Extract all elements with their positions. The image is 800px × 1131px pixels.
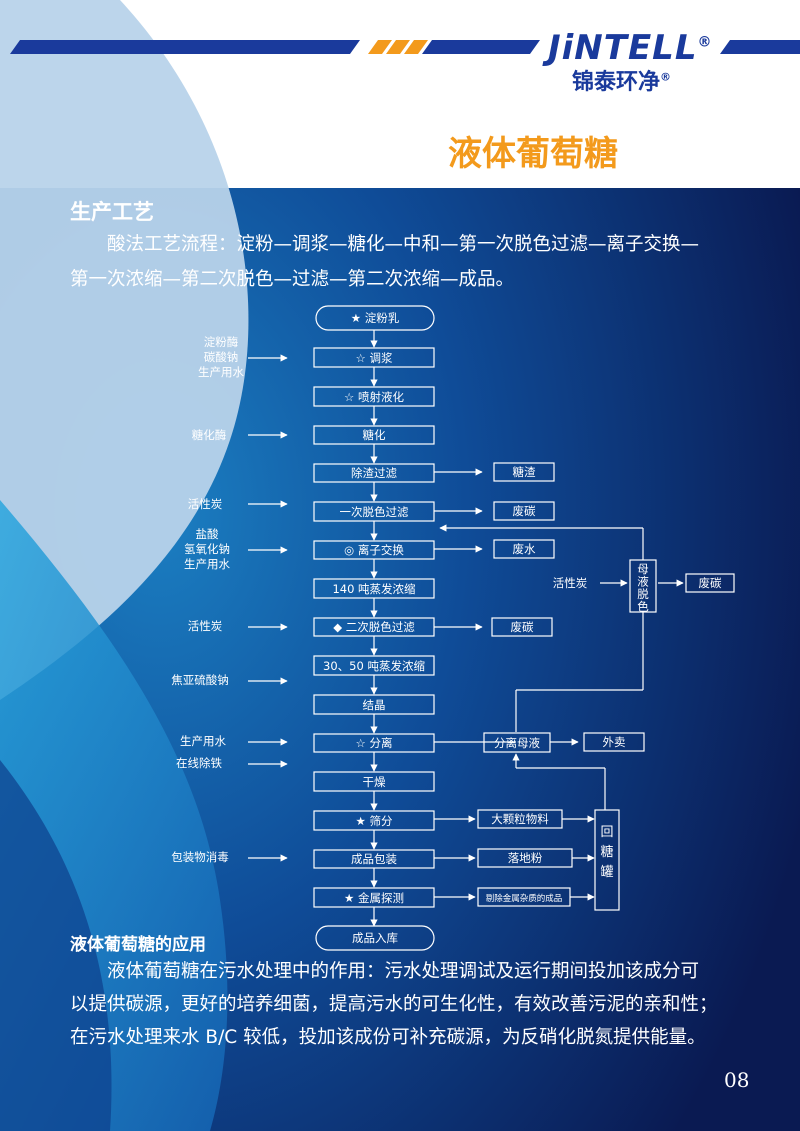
output-box-2 <box>493 501 555 521</box>
process-line-2: 第一次浓缩—第二次脱色—过滤—第二次浓缩—成品。 <box>70 269 515 290</box>
output-label-7: 剔除金属杂质的成品 <box>486 893 563 904</box>
flow-step-label-6: 一次脱色过滤 <box>340 505 409 519</box>
flow-step-14 <box>313 810 435 831</box>
output-box-6 <box>477 848 573 868</box>
input-label-3: 活性炭 <box>188 497 223 511</box>
application-line-2: 以提供碳源，更好的培养细菌，提高污水的可生化性，有效改善污泥的亲和性； <box>70 994 718 1015</box>
regain-tank-box <box>594 809 620 911</box>
flow-step-5 <box>313 463 435 483</box>
flow-step-label-10: 30、50 吨蒸发浓缩 <box>323 659 425 673</box>
flow-step-label-2: ☆ 调浆 <box>356 351 393 365</box>
output-box-3 <box>493 539 555 559</box>
input-label-7: 生产用水 <box>180 734 226 748</box>
application-line-1: 液体葡萄糖在污水处理中的作用：污水处理调试及运行期间投加该成分可 <box>107 961 700 982</box>
brand-chinese-name: 锦泰环净® <box>572 70 672 95</box>
vt-regain-char: 糖 <box>600 844 613 860</box>
input-label-6: 焦亚硫酸钠 <box>171 673 229 687</box>
flow-step-label-8: 140 吨蒸发浓缩 <box>332 582 415 596</box>
output-label-5: 大颗粒物料 <box>491 812 549 826</box>
flow-step-3 <box>313 386 435 407</box>
mother-liquor-label: 母液脱色 <box>637 562 649 614</box>
output-box-4 <box>491 617 553 637</box>
flow-step-6 <box>313 501 435 522</box>
flow-step-1 <box>315 305 435 331</box>
output-box-8 <box>685 573 735 593</box>
input-label-8: 在线除铁 <box>176 756 222 770</box>
flow-step-13 <box>313 771 435 792</box>
flow-step-17 <box>315 925 435 951</box>
vt-regain-char: 罐 <box>600 865 613 880</box>
process-line-1: 酸法工艺流程：淀粉—调浆—糖化—中和—第一次脱色过滤—离子交换— <box>107 234 700 255</box>
flow-step-12 <box>313 733 435 753</box>
flow-step-11 <box>313 694 435 715</box>
flow-step-9 <box>313 617 435 637</box>
input-label-4a: 盐酸 <box>196 527 219 541</box>
flow-step-label-15: 成品包装 <box>351 852 397 866</box>
output-box-1 <box>493 462 555 482</box>
input-label-4c: 生产用水 <box>184 557 230 571</box>
process-description: 酸法工艺流程：淀粉—调浆—糖化—中和—第一次脱色过滤—离子交换— 第一次浓缩—第… <box>70 227 770 297</box>
application-line-3: 在污水处理来水 B/C 较低，投加该成份可补充碳源，为反硝化脱氮提供能量。 <box>70 1027 706 1048</box>
separation-liquor-box <box>483 732 551 753</box>
mother-liquor-box <box>629 559 657 613</box>
regain-tank-label: 回糖罐 <box>600 825 613 880</box>
flow-step-15 <box>313 849 435 869</box>
input-label-1b: 碳酸钠 <box>204 350 239 364</box>
flow-step-10 <box>313 655 435 676</box>
flow-step-8 <box>313 578 435 599</box>
input-label-5: 活性炭 <box>188 619 223 633</box>
flow-step-label-5: 除渣过滤 <box>351 466 397 480</box>
input-label-2: 糖化酶 <box>192 428 227 442</box>
output-label-2: 废碳 <box>513 504 536 518</box>
flow-step-label-12: ☆ 分离 <box>356 736 393 750</box>
output-box-7 <box>477 887 571 907</box>
output-label-4: 废碳 <box>511 620 534 634</box>
flow-step-16 <box>313 887 435 908</box>
flow-step-label-3: ☆ 喷射液化 <box>344 390 404 404</box>
output-label-3: 废水 <box>513 542 536 556</box>
vt-mother-char: 母 <box>637 562 649 576</box>
input-label-9: 包装物消毒 <box>171 850 229 864</box>
application-description: 液体葡萄糖在污水处理中的作用：污水处理调试及运行期间投加该成分可 以提供碳源，更… <box>70 955 770 1054</box>
flow-step-label-14: ★ 筛分 <box>356 814 393 828</box>
section-title-process: 生产工艺 <box>70 200 154 224</box>
flow-step-2 <box>313 347 435 368</box>
output-label-8: 废碳 <box>699 576 722 590</box>
flow-step-label-4: 糖化 <box>363 428 386 442</box>
flow-step-4 <box>313 425 435 445</box>
vt-mother-char: 液 <box>637 575 649 589</box>
output-label-6: 落地粉 <box>508 851 543 865</box>
output-box-9 <box>583 732 645 752</box>
flow-step-label-13: 干燥 <box>363 775 386 789</box>
input-label-1c: 生产用水 <box>198 365 244 379</box>
separation-liquor-label: 分离母液 <box>494 736 540 750</box>
flow-step-label-17: 成品入库 <box>352 931 398 945</box>
flow-step-7 <box>313 540 435 560</box>
vt-regain-char: 回 <box>600 825 613 840</box>
input-label-1a: 淀粉酶 <box>204 335 239 349</box>
vt-mother-char: 色 <box>637 600 649 614</box>
vt-mother-char: 脱 <box>637 587 649 601</box>
brand-logo-text: JiNTELL® <box>548 28 713 68</box>
input-label-4b: 氢氧化钠 <box>184 542 230 556</box>
flow-step-label-9: ◆ 二次脱色过滤 <box>333 620 415 634</box>
flow-step-label-16: ★ 金属探测 <box>344 891 404 905</box>
page-number: 08 <box>724 1068 750 1092</box>
output-label-1: 糖渣 <box>513 465 536 479</box>
section-title-application: 液体葡萄糖的应用 <box>70 935 206 955</box>
page-title: 液体葡萄糖 <box>448 134 618 174</box>
flow-step-label-1: ★ 淀粉乳 <box>351 311 400 325</box>
output-box-5 <box>477 809 563 829</box>
input-label-10: 活性炭 <box>553 576 588 590</box>
output-label-9: 外卖 <box>603 735 626 749</box>
flow-step-label-7: ◎ 离子交换 <box>344 543 404 557</box>
flow-step-label-11: 结晶 <box>363 698 386 712</box>
